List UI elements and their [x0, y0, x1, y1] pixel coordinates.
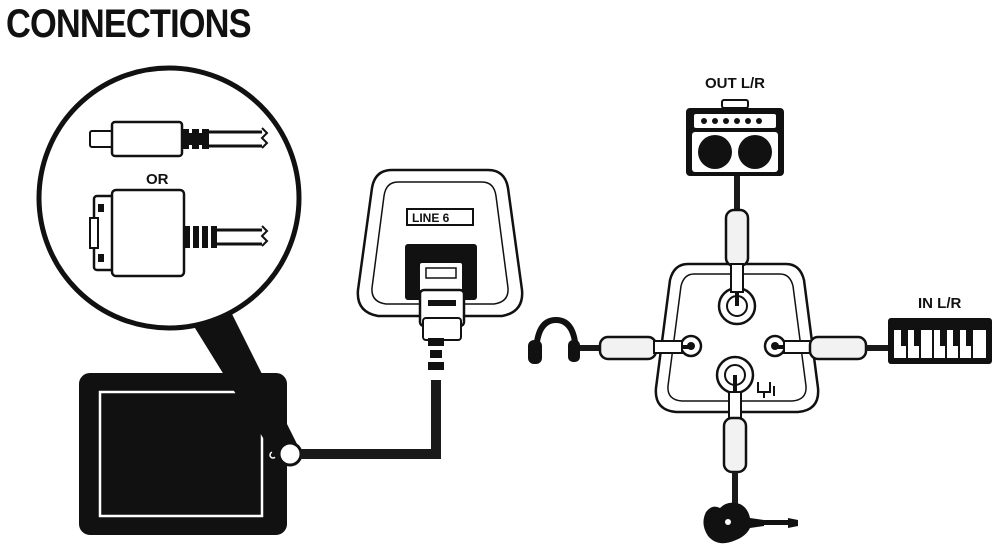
headphones-cable: [568, 335, 691, 361]
lightning-connector-icon: [89, 120, 269, 158]
page-title: CONNECTIONS: [6, 2, 252, 46]
interface-device-icon: LINE 6: [356, 168, 524, 370]
or-label: OR: [146, 171, 169, 188]
connector-callout: OR: [36, 65, 302, 331]
headphones-icon: [528, 316, 580, 364]
out-cable: [724, 176, 750, 306]
30-pin-connector-icon: [89, 188, 269, 278]
keyboard-cable: [775, 335, 896, 361]
amplifier-icon: [686, 99, 784, 176]
ipad-cable: [300, 380, 441, 459]
guitar-icon: [703, 502, 798, 544]
brand-logo-text: LINE 6: [412, 211, 450, 225]
keyboard-icon: [888, 318, 992, 364]
tuning-fork-icon: [757, 382, 775, 398]
in-label: IN L/R: [918, 295, 961, 312]
out-label: OUT L/R: [705, 75, 765, 92]
audio-interface-icon: [654, 262, 820, 414]
